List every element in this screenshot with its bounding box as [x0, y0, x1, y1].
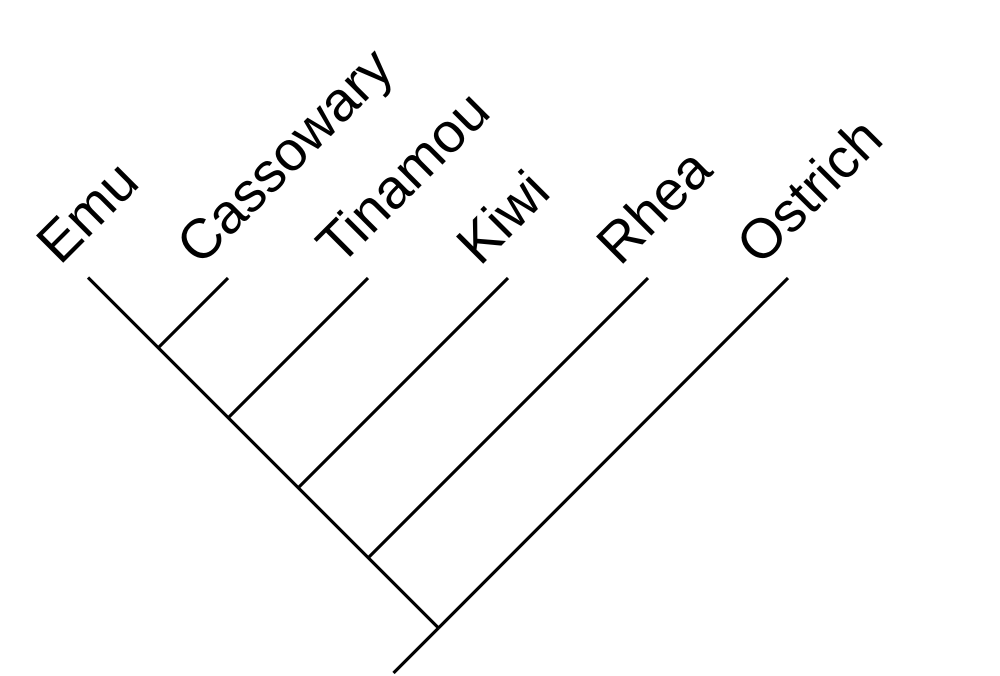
branch-rhea-line: [367, 276, 650, 559]
taxon-label-rhea: Rhea: [584, 136, 724, 276]
branch-tinamou-line: [227, 276, 370, 419]
branch-kiwi-line: [297, 276, 510, 489]
backbone-emu-lineage-line: [86, 276, 440, 630]
taxon-label-ostrich: Ostrich: [724, 106, 894, 276]
taxon-label-emu: Emu: [24, 149, 150, 275]
taxon-label-kiwi: Kiwi: [444, 158, 561, 275]
branch-ostrich-line: [437, 276, 790, 630]
root-edge-line: [392, 626, 440, 675]
branch-cassowary-line: [157, 276, 230, 349]
